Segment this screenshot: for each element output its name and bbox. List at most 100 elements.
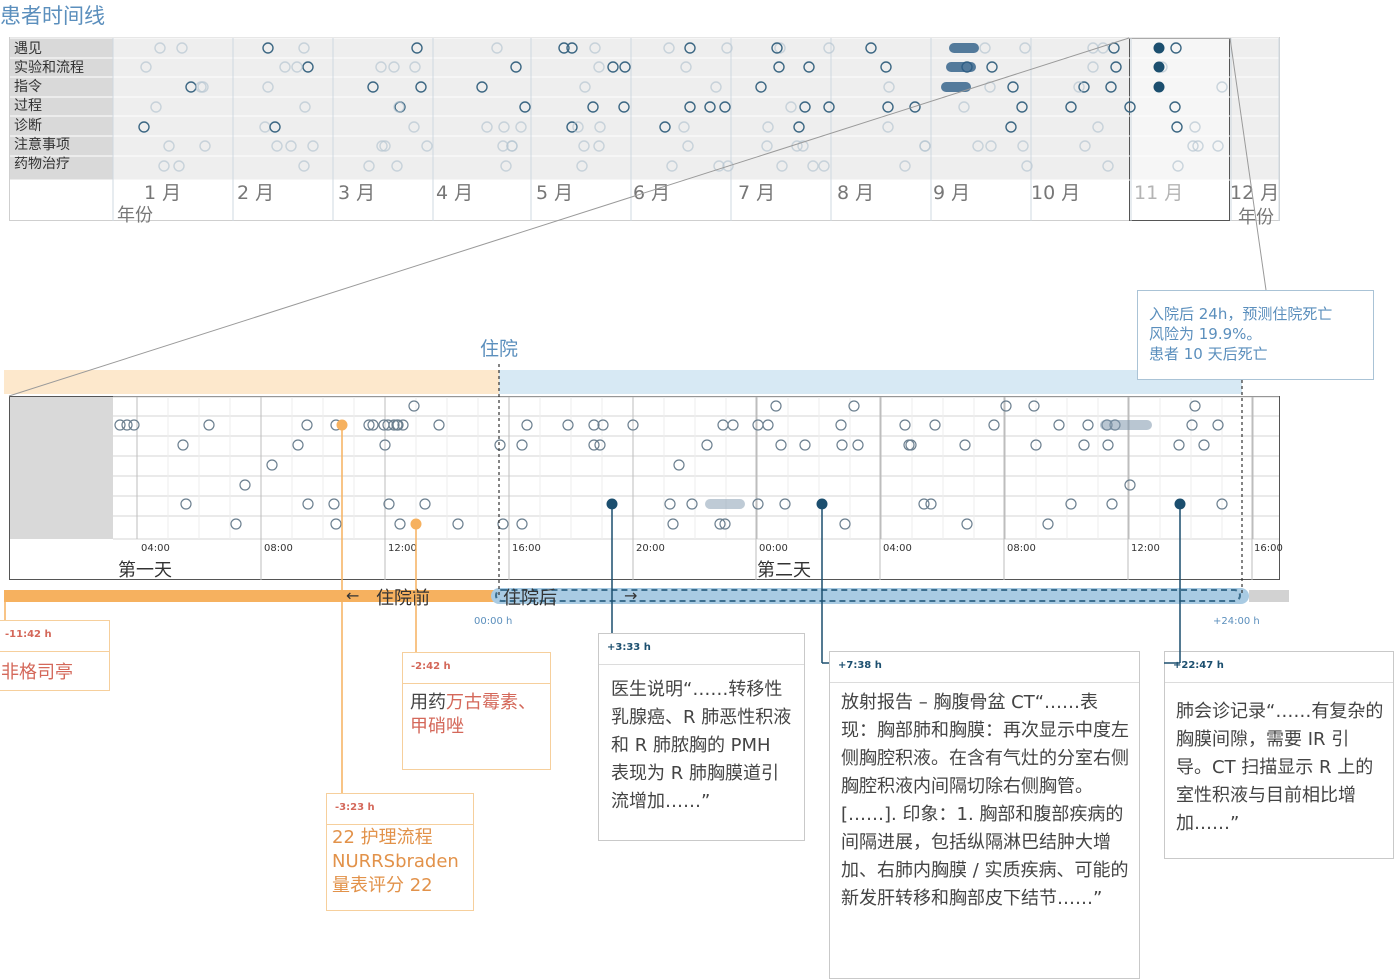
- overview-selection-window[interactable]: [1129, 38, 1230, 221]
- note-text-prefix: 用药: [410, 692, 446, 713]
- range-bar-tail: [1249, 590, 1289, 602]
- overview-event-marker: [388, 61, 400, 73]
- note-card-physician[interactable]: +3:33 h 医生说明“……转移性乳腺癌、R 肺恶性积液和 R 肺脓胸的 PM…: [598, 633, 805, 841]
- overview-event-marker: [393, 101, 405, 113]
- detail-event-marker: [1216, 498, 1228, 510]
- detail-event-marker: [383, 498, 395, 510]
- overview-event-marker: [793, 121, 805, 133]
- note-time: -3:23 h: [335, 802, 375, 813]
- overview-event-marker: [481, 121, 493, 133]
- hour-tick-1600b: 16:00: [1254, 543, 1283, 554]
- detail-event-marker: [379, 439, 391, 451]
- overview-event-marker: [722, 160, 734, 172]
- overview-event-cluster: [949, 43, 979, 53]
- detail-event-marker: [419, 498, 431, 510]
- month-label-aug: 8 月: [837, 182, 875, 204]
- overview-event-marker: [704, 101, 716, 113]
- day-two-label: 第二天: [757, 560, 811, 581]
- overview-event-marker: [880, 61, 892, 73]
- detail-event-marker: [839, 518, 851, 530]
- overview-event-marker: [823, 42, 835, 54]
- highlighted-event-marker: [1174, 498, 1186, 510]
- detail-event-marker: [1065, 498, 1077, 510]
- detail-event-marker: [516, 439, 528, 451]
- note-card-pulmonary[interactable]: +22:47 h 肺会诊记录“……有复杂的胸膜间隙，需要 IR 引导。CT 扫描…: [1164, 651, 1394, 859]
- overview-event-marker: [154, 42, 166, 54]
- overview-event-marker: [1171, 121, 1183, 133]
- overview-event-marker: [566, 42, 578, 54]
- overview-event-marker: [566, 121, 578, 133]
- overview-event-marker: [659, 121, 671, 133]
- note-text: 非格司亭: [1, 662, 73, 683]
- detail-event-marker: [1124, 479, 1136, 491]
- overview-event-marker: [1019, 42, 1031, 54]
- admission-label: 住院: [480, 338, 519, 360]
- overview-event-marker: [680, 61, 692, 73]
- detail-event-markers: [114, 400, 1228, 530]
- detail-event-marker: [128, 419, 140, 431]
- detail-event-marker: [562, 419, 574, 431]
- detail-event-marker: [516, 518, 528, 530]
- overview-event-marker: [684, 101, 696, 113]
- month-label-sep: 9 月: [933, 182, 971, 204]
- overview-event-marker: [761, 140, 773, 152]
- detail-event-marker: [239, 479, 251, 491]
- detail-event-marker: [1102, 439, 1114, 451]
- overview-event-marker: [618, 101, 630, 113]
- detail-event-marker: [1028, 400, 1040, 412]
- end-hour-label: +24:00 h: [1213, 616, 1260, 627]
- overview-event-marker: [684, 42, 696, 54]
- detail-event-marker: [719, 518, 731, 530]
- hour-tick-0800b: 08:00: [1007, 543, 1036, 554]
- note-time: -11:42 h: [5, 629, 52, 640]
- overview-event-marker: [1017, 140, 1029, 152]
- pre-admission-range-bar: [4, 590, 499, 602]
- overview-event-marker: [498, 121, 510, 133]
- month-label-jul: 7 月: [738, 182, 776, 204]
- detail-event-marker: [961, 518, 973, 530]
- detail-event-marker: [594, 439, 606, 451]
- month-label-nov: 11 月: [1134, 182, 1184, 204]
- overview-event-marker: [909, 101, 921, 113]
- detail-event-marker: [1078, 439, 1090, 451]
- overview-event-marker: [491, 42, 503, 54]
- zoom-projection-left: [8, 37, 1130, 397]
- after-admission-label: 住院后: [503, 588, 557, 609]
- detail-event-marker: [121, 419, 133, 431]
- before-arrow: ←: [346, 586, 360, 605]
- overview-category-procedures: 过程: [14, 98, 42, 114]
- note-time: +7:38 h: [838, 660, 882, 671]
- overview-event-marker: [762, 121, 774, 133]
- detail-event-marker: [114, 419, 126, 431]
- note-card-nursing[interactable]: -3:23 h 22 护理流程 NURRSbraden 量表评分 22: [326, 793, 474, 911]
- note-text-line-1: 22 护理流程: [332, 827, 433, 848]
- overview-event-marker: [1192, 140, 1204, 152]
- overview-selected-marker: [1153, 81, 1165, 93]
- overview-event-marker: [882, 121, 894, 133]
- note-card-filgrastim[interactable]: -11:42 h 非格司亭: [0, 620, 110, 691]
- detail-event-marker: [394, 518, 406, 530]
- detail-event-marker: [1030, 439, 1042, 451]
- month-label-apr: 4 月: [436, 182, 474, 204]
- detail-event-marker: [292, 439, 304, 451]
- hour-tick-0400b: 04:00: [883, 543, 912, 554]
- note-card-antibiotics[interactable]: -2:42 h 用药万古霉素、甲硝唑: [402, 652, 551, 770]
- detail-event-marker: [494, 439, 506, 451]
- overview-event-marker: [774, 42, 786, 54]
- overview-event-marker: [195, 81, 207, 93]
- note-card-radiology[interactable]: +7:38 h 放射报告 – 胸腹骨盆 CT“……表现：胸部肺和胸膜：再次显示中…: [829, 651, 1140, 979]
- overview-event-marker: [173, 160, 185, 172]
- detail-event-marker: [266, 459, 278, 471]
- overview-event-marker: [594, 121, 606, 133]
- detail-event-marker: [1212, 419, 1224, 431]
- overview-event-marker: [1110, 61, 1122, 73]
- overview-event-marker: [271, 140, 283, 152]
- overview-event-marker: [985, 140, 997, 152]
- prediction-callout: 入院后 24h，预测住院死亡 风险为 19.9%。 患者 10 天后死亡: [1137, 290, 1374, 380]
- note-card-header: [830, 652, 1139, 683]
- overview-event-marker: [476, 81, 488, 93]
- overview-event-marker: [1169, 101, 1181, 113]
- overview-event-marker: [510, 61, 522, 73]
- overview-event-marker: [719, 101, 731, 113]
